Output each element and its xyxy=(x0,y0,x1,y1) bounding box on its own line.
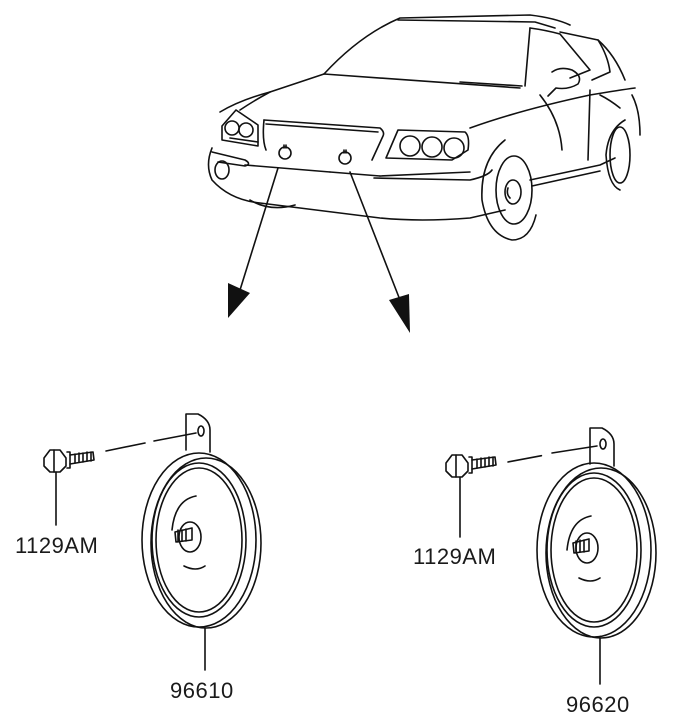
part-label-horn-right: 96620 xyxy=(566,692,630,717)
car-illustration xyxy=(207,14,641,241)
bolt-right xyxy=(445,445,598,538)
bolt-left xyxy=(43,432,197,526)
part-label-horn-left: 96610 xyxy=(170,678,234,703)
part-label-bolt-left: 1129AM xyxy=(15,533,99,558)
part-label-bolt-right: 1129AM xyxy=(413,544,497,569)
arrow-right xyxy=(349,171,410,333)
arrow-left xyxy=(228,167,279,318)
horn-right xyxy=(536,427,657,685)
horn-left xyxy=(141,413,262,671)
